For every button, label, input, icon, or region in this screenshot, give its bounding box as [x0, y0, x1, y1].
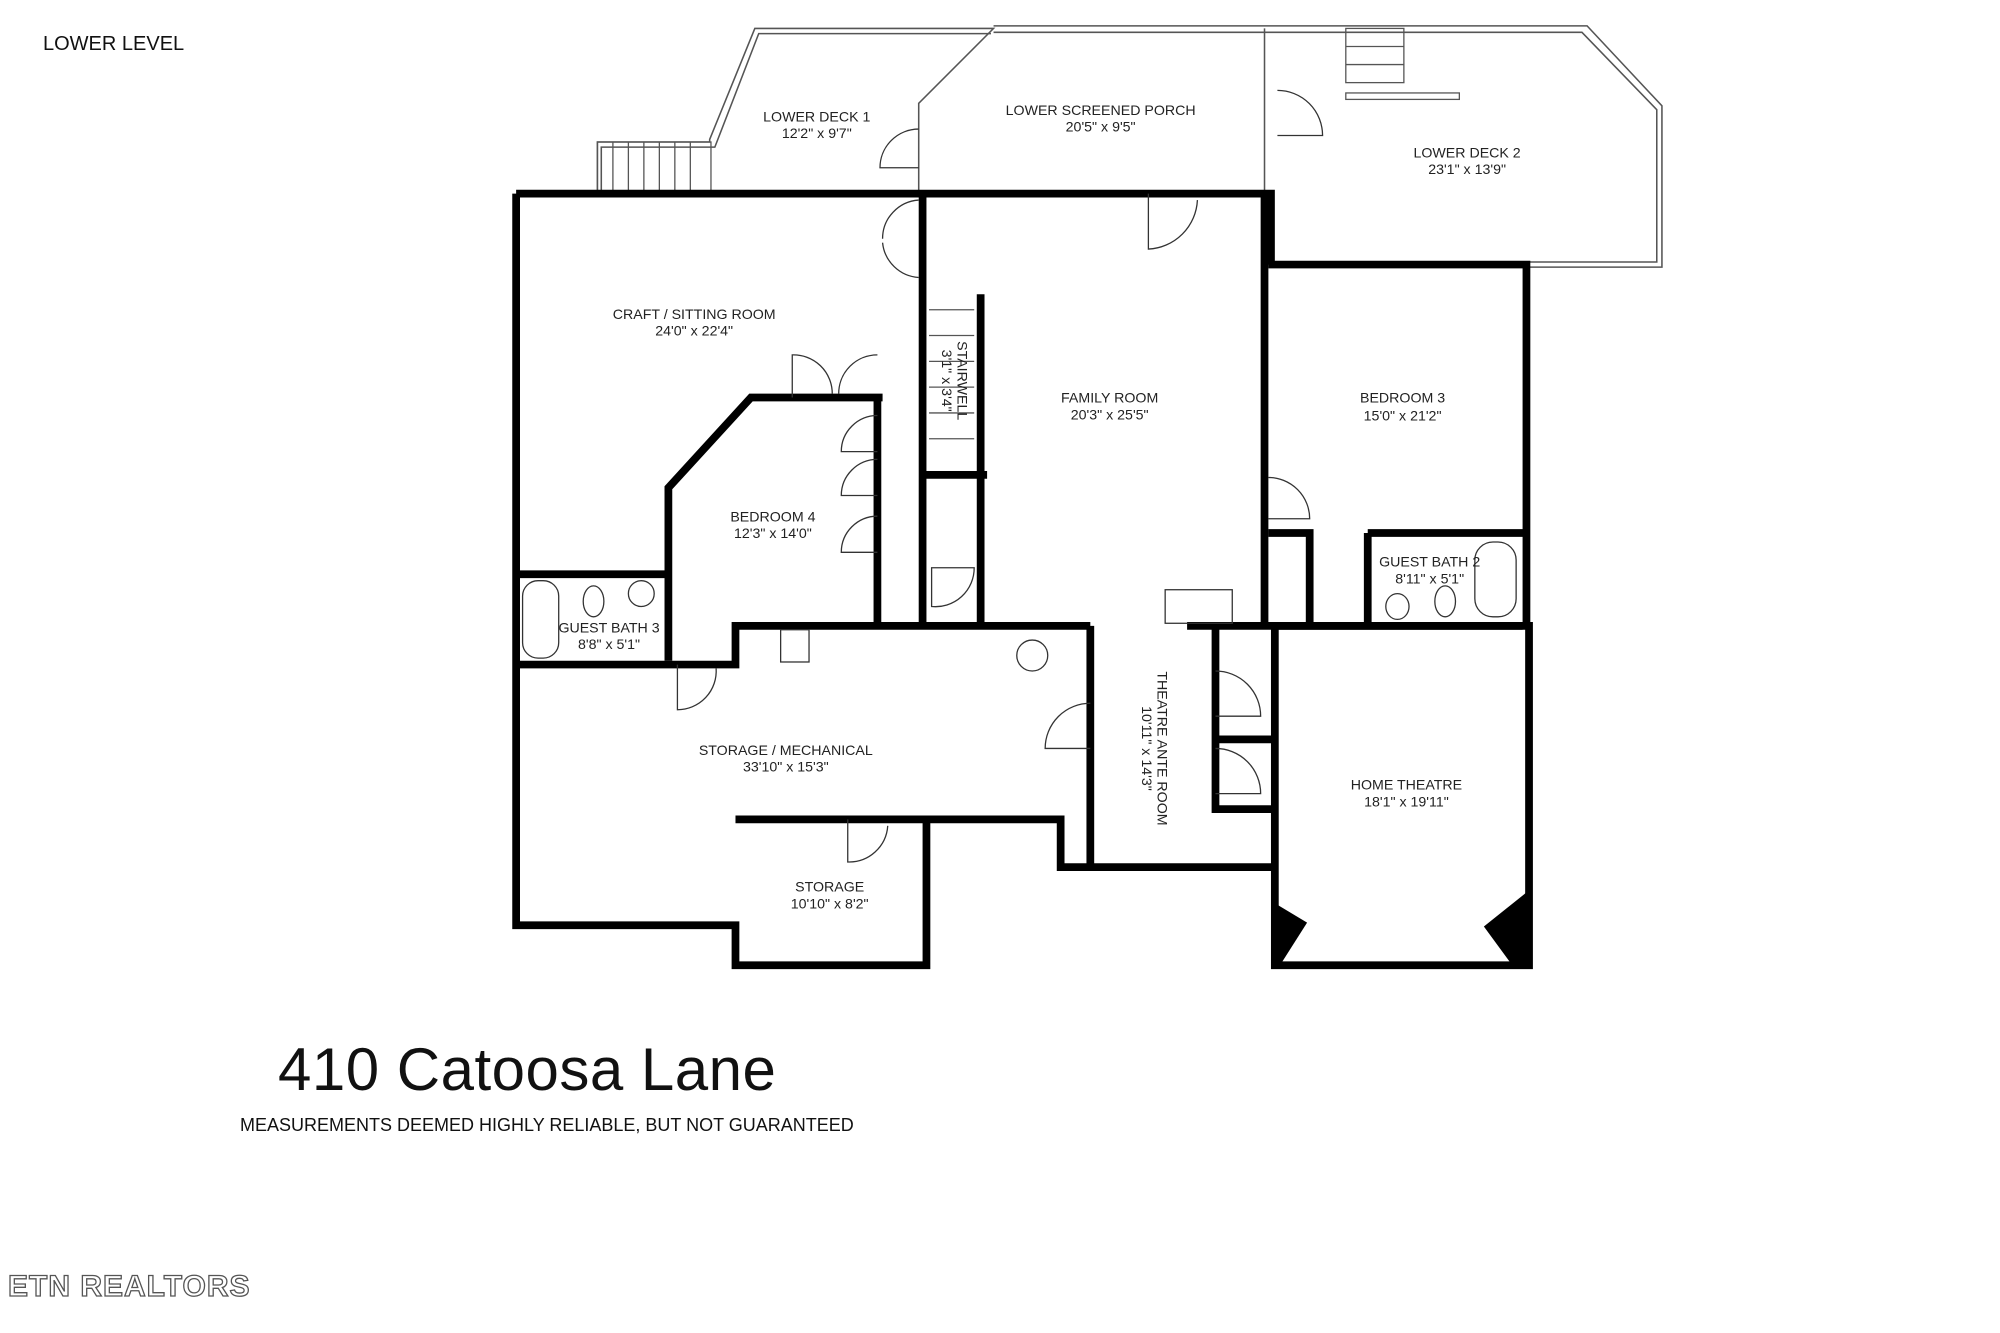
svg-text:24'0" x 22'4": 24'0" x 22'4": [655, 324, 733, 340]
deck-railings: [596, 25, 1663, 268]
svg-text:23'1" x 13'9": 23'1" x 13'9": [1428, 162, 1506, 178]
property-address: 410 Catoosa Lane: [278, 1036, 777, 1103]
room-labels: LOWER DECK 112'2" x 9'7" LOWER SCREENED …: [558, 103, 1520, 913]
svg-text:3'1" x 3'4": 3'1" x 3'4": [938, 350, 954, 412]
svg-text:LOWER DECK 2: LOWER DECK 2: [1413, 145, 1520, 161]
stairs: [596, 27, 1460, 440]
svg-text:BEDROOM 3: BEDROOM 3: [1360, 391, 1445, 407]
svg-text:10'11" x 14'3": 10'11" x 14'3": [1138, 706, 1154, 791]
door-swings: [521, 89, 1517, 863]
room-bedroom-3: BEDROOM 3 15'0" x 21'2": [1360, 391, 1445, 425]
svg-text:GUEST BATH 2: GUEST BATH 2: [1379, 555, 1480, 571]
svg-text:15'0" x 21'2": 15'0" x 21'2": [1364, 409, 1442, 425]
room-guest-bath-2: GUEST BATH 28'11" x 5'1": [1379, 555, 1480, 588]
room-lower-deck-2: LOWER DECK 223'1" x 13'9": [1413, 145, 1520, 178]
room-guest-bath-3: GUEST BATH 38'8" x 5'1": [558, 620, 659, 653]
svg-text:LOWER DECK 1: LOWER DECK 1: [763, 109, 870, 125]
disclaimer: MEASUREMENTS DEEMED HIGHLY RELIABLE, BUT…: [240, 1115, 854, 1135]
svg-text:18'1" x 19'11": 18'1" x 19'11": [1364, 795, 1449, 811]
level-label: LOWER LEVEL: [43, 33, 185, 55]
svg-text:12'2" x 9'7": 12'2" x 9'7": [782, 126, 852, 142]
svg-text:10'10" x 8'2": 10'10" x 8'2": [791, 896, 869, 912]
svg-text:STORAGE / MECHANICAL: STORAGE / MECHANICAL: [699, 743, 873, 759]
svg-text:THEATRE ANTE ROOM: THEATRE ANTE ROOM: [1153, 671, 1169, 825]
svg-text:LOWER SCREENED PORCH: LOWER SCREENED PORCH: [1006, 103, 1196, 119]
room-lower-deck-1: LOWER DECK 112'2" x 9'7": [763, 109, 870, 142]
svg-text:33'10" x 15'3": 33'10" x 15'3": [743, 760, 829, 776]
brand-logo: ETN REALTORS: [7, 1269, 251, 1303]
theatre-corners: [1274, 890, 1530, 966]
svg-text:CRAFT / SITTING ROOM: CRAFT / SITTING ROOM: [613, 307, 776, 323]
room-bedroom-4: BEDROOM 412'3" x 14'0": [730, 509, 815, 542]
svg-text:HOME THEATRE: HOME THEATRE: [1351, 778, 1462, 794]
svg-text:8'11" x 5'1": 8'11" x 5'1": [1395, 571, 1464, 587]
walls: [512, 189, 1533, 970]
svg-text:8'8" x 5'1": 8'8" x 5'1": [578, 637, 640, 653]
svg-text:20'5" x 9'5": 20'5" x 9'5": [1066, 120, 1136, 136]
svg-text:STAIRWELL: STAIRWELL: [953, 341, 969, 420]
svg-text:GUEST BATH 3: GUEST BATH 3: [558, 620, 659, 636]
svg-text:STORAGE: STORAGE: [795, 880, 864, 896]
svg-text:BEDROOM 4: BEDROOM 4: [730, 509, 815, 525]
svg-text:FAMILY ROOM: FAMILY ROOM: [1061, 391, 1158, 407]
svg-text:20'3" x 25'5": 20'3" x 25'5": [1071, 407, 1149, 423]
svg-text:12'3" x 14'0": 12'3" x 14'0": [734, 526, 812, 542]
